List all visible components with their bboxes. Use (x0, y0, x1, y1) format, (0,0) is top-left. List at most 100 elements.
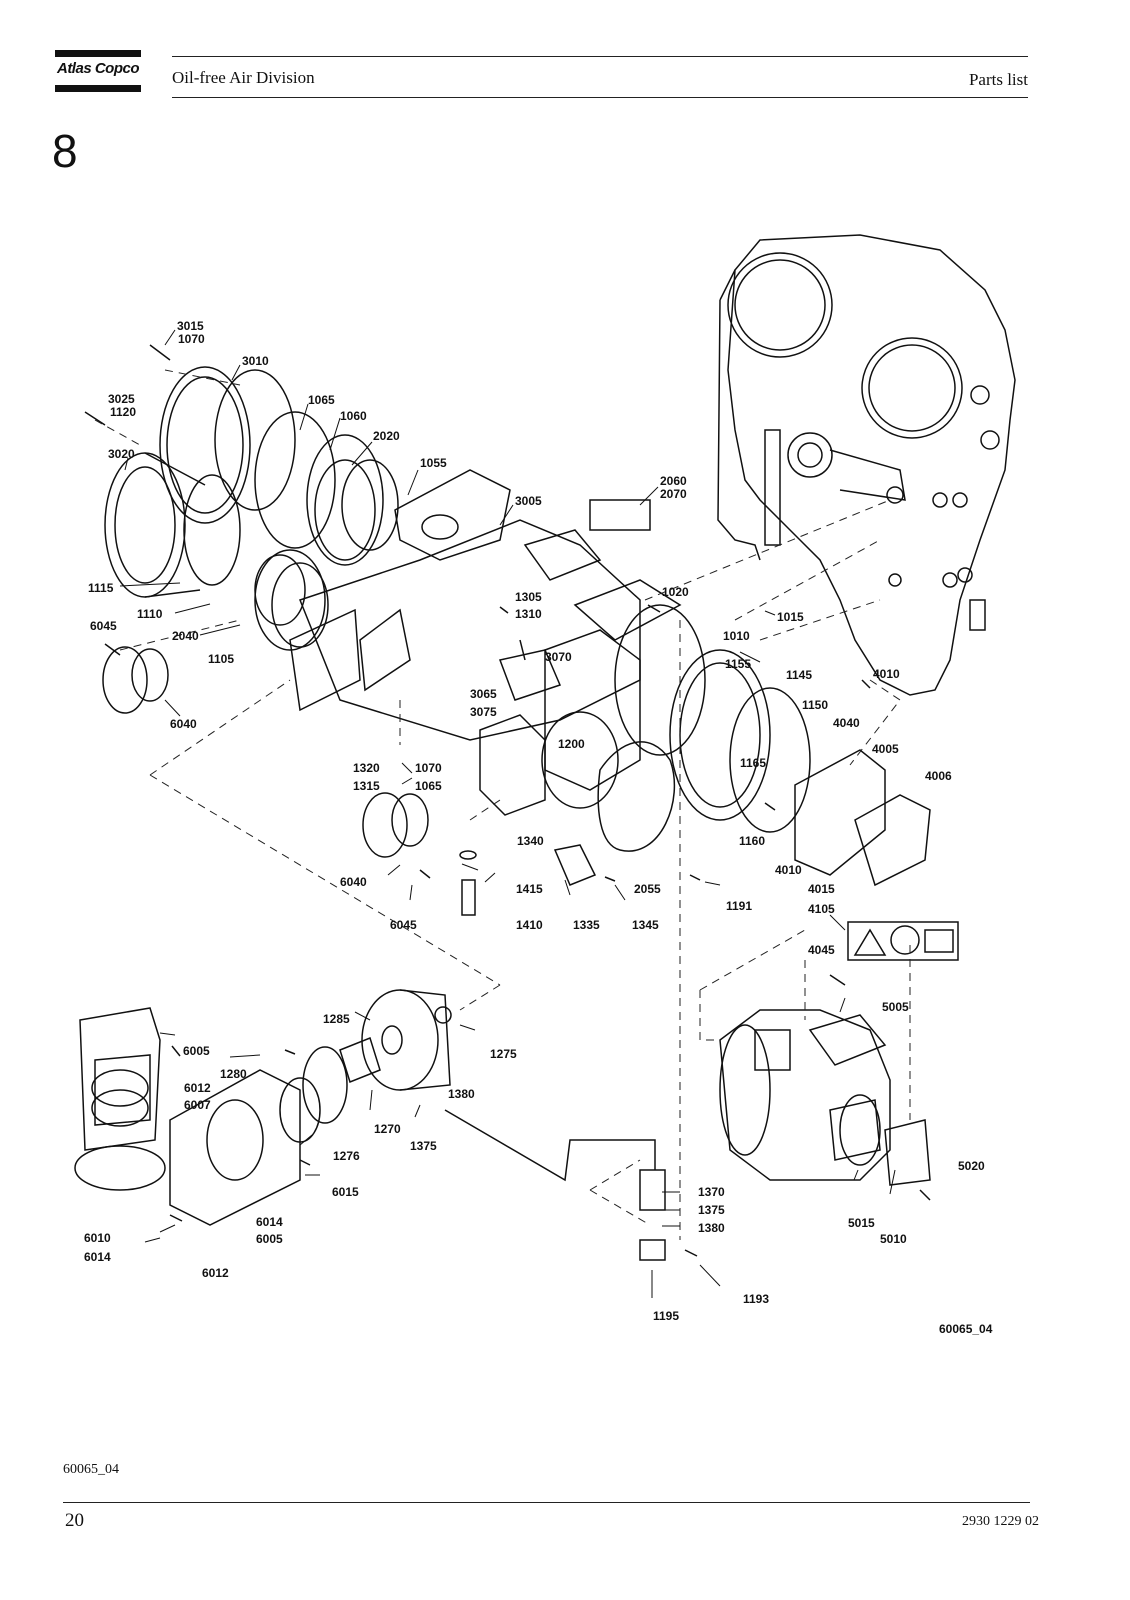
logo-bar-bottom (55, 85, 141, 92)
callout-4010-b: 4010 (775, 863, 802, 877)
callout-1115: 1115 (88, 581, 114, 595)
callout-3005: 3005 (515, 494, 542, 508)
diagram-drawing (74, 234, 1016, 1261)
callout-4006: 4006 (925, 769, 952, 783)
drive-hub-drawing (339, 989, 452, 1091)
footer-rule (63, 1502, 1030, 1503)
footer-drawing-ref: 60065_04 (63, 1462, 119, 1477)
callout-4015: 4015 (808, 882, 835, 896)
callout-1270: 1270 (374, 1122, 401, 1136)
callout-leaders (119, 329, 896, 1298)
callout-1276: 1276 (333, 1149, 360, 1163)
callout-1070-a: 1070 (178, 332, 205, 346)
callout-4040: 4040 (833, 716, 860, 730)
coupling-assembly-drawing (74, 1007, 348, 1226)
callout-5015: 5015 (848, 1216, 875, 1230)
callout-1380-a: 1380 (448, 1087, 475, 1101)
callout-6012-b: 6012 (202, 1266, 229, 1280)
atlas-copco-logo: Atlas Copco (55, 50, 141, 94)
callout-4105: 4105 (808, 902, 835, 916)
assembly-guide-lines (94, 369, 911, 1240)
callout-2020: 2020 (373, 429, 400, 443)
callout-3065: 3065 (470, 687, 497, 701)
sensor-pipe-drawing (444, 1109, 666, 1261)
callout-1345: 1345 (632, 918, 659, 932)
document-number: 2930 1229 02 (962, 1514, 1039, 1529)
diagram-code: 60065_04 (939, 1322, 993, 1336)
logo-bar-top (55, 50, 141, 57)
callout-1055: 1055 (420, 456, 447, 470)
callout-6005-a: 6005 (183, 1044, 210, 1058)
callout-6012-a: 6012 (184, 1081, 211, 1095)
callout-1193: 1193 (743, 1292, 769, 1306)
callout-1305: 1305 (515, 590, 542, 604)
section-title: Parts list (968, 70, 1028, 89)
outlet-silencer-drawing (719, 1009, 931, 1186)
callout-1375-a: 1375 (410, 1139, 437, 1153)
header-rule-bottom (172, 97, 1028, 98)
callout-1070-b: 1070 (415, 761, 442, 775)
callout-1415: 1415 (516, 882, 543, 896)
callout-6014-a: 6014 (256, 1215, 283, 1229)
callout-2060: 2060 (660, 474, 687, 488)
warning-labels-drawing (589, 499, 959, 961)
callout-1020: 1020 (662, 585, 689, 599)
callout-1380-b: 1380 (698, 1221, 725, 1235)
callout-3025: 3025 (108, 392, 135, 406)
callout-4005: 4005 (872, 742, 899, 756)
callout-2055: 2055 (634, 882, 661, 896)
callout-2040: 2040 (172, 629, 199, 643)
callout-1315: 1315 (353, 779, 380, 793)
callout-1060: 1060 (340, 409, 367, 423)
callout-1015: 1015 (777, 610, 804, 624)
gear-casing-drawing (717, 234, 1016, 696)
callout-1410: 1410 (516, 918, 543, 932)
callout-3010: 3010 (242, 354, 269, 368)
inlet-flange-drawing (104, 366, 384, 651)
callout-1375-b: 1375 (698, 1203, 725, 1217)
callout-1110: 1110 (137, 607, 163, 621)
callout-2070: 2070 (660, 487, 687, 501)
callout-1065-b: 1065 (415, 779, 442, 793)
callout-1340: 1340 (517, 834, 544, 848)
chapter-number: 8 (52, 125, 78, 177)
callout-5010: 5010 (880, 1232, 907, 1246)
compressor-element-drawing (289, 469, 931, 887)
callout-6040-b: 6040 (340, 875, 367, 889)
callout-4045: 4045 (808, 943, 835, 957)
callout-1105: 1105 (208, 652, 234, 666)
callout-1150: 1150 (802, 698, 828, 712)
callout-1165: 1165 (740, 756, 766, 770)
callout-5020: 5020 (958, 1159, 985, 1173)
callout-numbers: 3015 1070 3010 3025 1120 3020 1065 1060 … (84, 319, 985, 1323)
rotor-gears-drawing (254, 459, 399, 626)
callout-1145: 1145 (786, 668, 812, 682)
logo-text: Atlas Copco (56, 60, 140, 77)
callout-6045-a: 6045 (90, 619, 117, 633)
callout-1370: 1370 (698, 1185, 725, 1199)
callout-3020: 3020 (108, 447, 135, 461)
callout-1280: 1280 (220, 1067, 247, 1081)
callout-4010-a: 4010 (873, 667, 900, 681)
callout-1065-a: 1065 (308, 393, 335, 407)
page-number: 20 (65, 1510, 84, 1531)
callout-3015: 3015 (177, 319, 204, 333)
callout-1160: 1160 (739, 834, 765, 848)
callout-3070: 3070 (545, 650, 572, 664)
callout-1200: 1200 (558, 737, 585, 751)
callout-1120: 1120 (110, 405, 136, 419)
callout-6040-a: 6040 (170, 717, 197, 731)
small-parts-drawing (102, 646, 597, 916)
header-rule-top (172, 56, 1028, 57)
callout-1320: 1320 (353, 761, 380, 775)
callout-1310: 1310 (515, 607, 542, 621)
callout-1195: 1195 (653, 1309, 679, 1323)
callout-6015: 6015 (332, 1185, 359, 1199)
callout-1010: 1010 (723, 629, 750, 643)
callout-1335: 1335 (573, 918, 600, 932)
callout-1285: 1285 (323, 1012, 350, 1026)
callout-6005-b: 6005 (256, 1232, 283, 1246)
callout-1275: 1275 (490, 1047, 517, 1061)
callout-6045-b: 6045 (390, 918, 417, 932)
